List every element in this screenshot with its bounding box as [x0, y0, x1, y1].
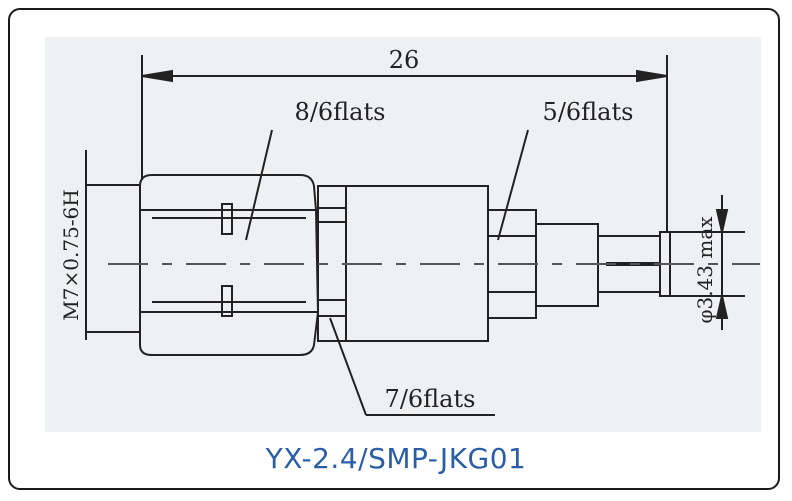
leader-hex-right — [497, 129, 529, 241]
drawing-panel — [45, 37, 761, 432]
leader-hex-mid — [329, 317, 367, 416]
hex-nut-bottom-face — [139, 311, 320, 356]
hex-slot-top — [221, 203, 233, 235]
thread-spec-label: M7×0.75-6H — [59, 189, 83, 320]
hex-slot-bottom — [221, 285, 233, 317]
leader-hex-left — [245, 129, 273, 241]
pin-dim-arrow-bottom — [715, 295, 729, 319]
pin-dim-arrow-top — [715, 209, 729, 233]
hex-mid-flats-label: 7/6flats — [385, 385, 476, 413]
overall-length-label: 26 — [389, 46, 420, 74]
hex-right-flats-label: 5/6flats — [543, 98, 634, 126]
hex-left-flats-label: 8/6flats — [295, 98, 386, 126]
hex-nut-body — [139, 209, 320, 313]
dim-arrow-left — [141, 69, 173, 83]
part-number-caption: YX-2.4/SMP-JKG01 — [265, 442, 527, 475]
pin-diameter-label: φ3.43 max — [693, 216, 717, 324]
dim-arrow-right — [636, 69, 668, 83]
hex-nut-top-face — [139, 174, 318, 211]
